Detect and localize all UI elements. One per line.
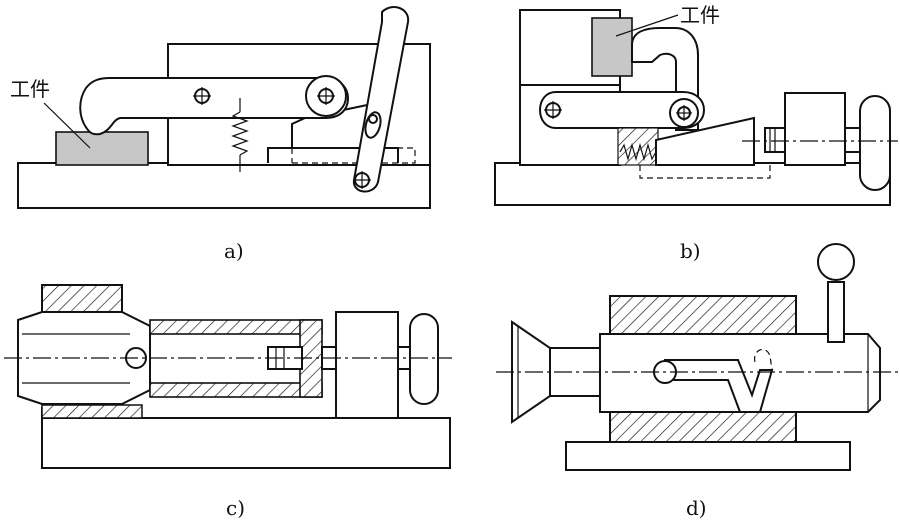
screw-block — [784, 92, 846, 166]
draw-tube — [149, 319, 323, 335]
workpiece-label-a: 工件 — [10, 77, 50, 101]
workpiece-label-b: 工件 — [680, 3, 720, 27]
handwheel — [409, 313, 439, 405]
screw-block — [335, 311, 399, 419]
handwheel — [859, 95, 891, 191]
panel-b: 工件 b) — [494, 3, 898, 263]
panel-d-caption: d) — [686, 496, 707, 520]
workpiece — [591, 17, 633, 77]
base-plate — [41, 417, 451, 469]
panel-a-caption: a) — [224, 239, 244, 263]
panel-b-caption: b) — [680, 239, 701, 263]
spring — [231, 111, 249, 156]
operating-handle — [352, 6, 410, 193]
handle-knob — [817, 243, 855, 281]
spring — [619, 142, 657, 162]
lower-housing — [609, 407, 797, 443]
clamp-lever — [538, 91, 706, 129]
panel-c: c) — [4, 284, 452, 520]
panel-a: 工件 a) — [10, 6, 431, 263]
wedge-slide-dashed — [291, 147, 416, 164]
base-plate — [494, 162, 891, 206]
operating-handle — [827, 281, 845, 343]
panel-d: d) — [496, 243, 898, 520]
workpiece — [55, 131, 149, 166]
cam-slot — [664, 359, 774, 413]
clamp-lever — [79, 77, 350, 136]
panel-c-caption: c) — [226, 496, 245, 520]
upper-housing — [609, 295, 797, 335]
base-plate — [565, 441, 851, 471]
wedge — [655, 116, 755, 166]
